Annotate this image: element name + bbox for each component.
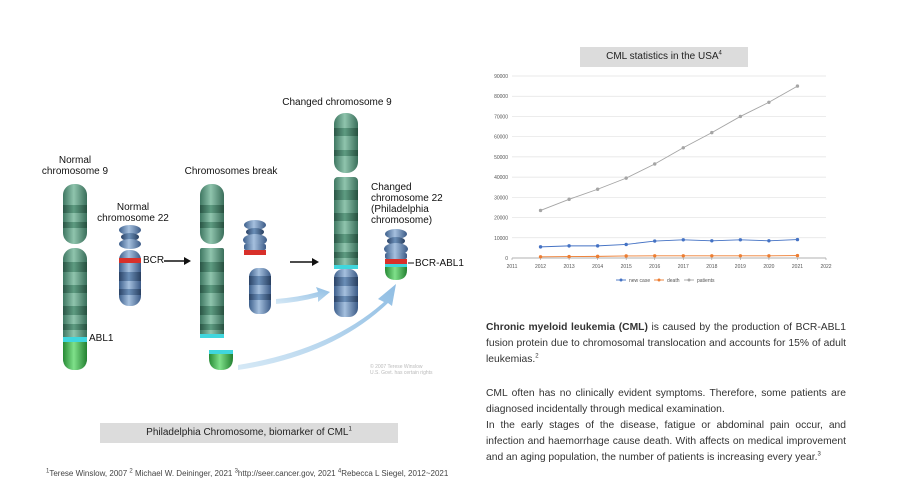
cml-term: Chronic myeloid leukemia (CML) [486, 322, 648, 333]
data-point [710, 239, 714, 243]
stats-title: CML statistics in the USA4 [580, 47, 748, 67]
data-point [624, 176, 628, 180]
data-point [595, 254, 600, 259]
diagram-caption: Philadelphia Chromosome, biomarker of CM… [100, 423, 398, 443]
x-tick-label: 2018 [706, 264, 717, 270]
data-point [538, 255, 543, 259]
data-point [738, 254, 743, 258]
series-line-patients [540, 85, 798, 211]
footnote-references: 1Terese Winslow, 2007 2 Michael W. Deini… [46, 468, 449, 478]
data-point [567, 254, 571, 259]
legend-marker [619, 278, 623, 282]
philadelphia-chromosome [384, 229, 408, 280]
normal-chromosome-22 [119, 225, 141, 306]
cml-statistics-chart: 0 10000 20000 30000 40000 50000 60000 70000 8000… [494, 74, 832, 284]
data-point [767, 100, 771, 104]
y-tick-label: 30000 [494, 195, 508, 201]
y-tick-label: 40000 [494, 175, 508, 181]
legend-marker [687, 278, 691, 282]
legend-label: death [667, 278, 680, 284]
y-tick-label: 70000 [494, 114, 508, 120]
data-point [710, 254, 714, 258]
x-tick-label: 2019 [735, 264, 746, 270]
data-point [567, 197, 571, 202]
x-tick-label: 2011 [507, 264, 518, 270]
data-point [681, 238, 685, 242]
data-point [710, 130, 714, 135]
y-tick-label: 10000 [494, 236, 508, 242]
data-point [567, 244, 571, 248]
data-point [653, 254, 657, 258]
data-point [795, 237, 800, 242]
x-tick-label: 2015 [621, 264, 632, 270]
data-point [738, 114, 743, 119]
paragraph-symptoms: CML often has no clinically evident symp… [486, 388, 846, 415]
broken-chromosome-9 [200, 184, 233, 370]
data-point [538, 245, 543, 249]
y-tick-label: 50000 [494, 155, 508, 161]
y-tick-label: 60000 [494, 135, 508, 141]
data-point [795, 84, 800, 88]
data-point [767, 239, 771, 243]
abl1-band [63, 337, 87, 342]
normal-chromosome-9 [63, 184, 87, 370]
data-point [795, 253, 800, 258]
data-point [653, 239, 657, 243]
data-point [624, 242, 628, 247]
data-point [595, 187, 600, 191]
series-line-death [540, 255, 798, 258]
x-tick-label: 2021 [792, 264, 803, 270]
data-point [738, 238, 743, 242]
y-tick-label: 80000 [494, 94, 508, 100]
x-tick-label: 2017 [678, 264, 689, 270]
x-tick-label: 2013 [564, 264, 575, 270]
fragment-arrow-to-9 [276, 287, 330, 304]
bcr-band [119, 258, 141, 263]
data-point [681, 146, 685, 150]
transition-arrow [290, 258, 319, 266]
legend-label: new case [629, 278, 650, 284]
broken-chromosome-22 [243, 220, 271, 314]
bcr-pointer-arrow [164, 257, 191, 265]
label-bcr-abl1: BCR-ABL1 [415, 258, 464, 269]
data-point [595, 244, 600, 248]
data-point [653, 162, 657, 166]
chromosome-diagram [63, 113, 414, 370]
x-tick-label: 2012 [535, 264, 546, 270]
label-chromosomes-break: Chromosomes break [184, 166, 278, 177]
y-tick-label: 20000 [494, 216, 508, 222]
data-point [624, 254, 628, 258]
paragraph-progression: In the early stages of the disease, fati… [486, 420, 846, 463]
x-tick-label: 2014 [592, 264, 603, 270]
legend-marker [657, 278, 661, 282]
label-changed-chromosome-9: Changed chromosome 9 [282, 97, 392, 108]
series-line-new-case [540, 239, 798, 248]
legend-label: patients [697, 278, 715, 284]
y-tick-label: 0 [505, 256, 508, 262]
x-tick-label: 2016 [649, 264, 660, 270]
y-tick-label: 90000 [494, 74, 508, 80]
label-abl1: ABL1 [89, 333, 114, 344]
data-point [538, 208, 543, 213]
changed-chromosome-9 [334, 113, 358, 317]
label-bcr: BCR [143, 255, 165, 266]
data-point [767, 254, 771, 258]
paragraph-cml-definition: Chronic myeloid leukemia (CML) is caused… [486, 322, 846, 365]
x-tick-label: 2022 [820, 264, 831, 270]
x-tick-label: 2020 [763, 264, 774, 270]
data-point [681, 254, 685, 258]
